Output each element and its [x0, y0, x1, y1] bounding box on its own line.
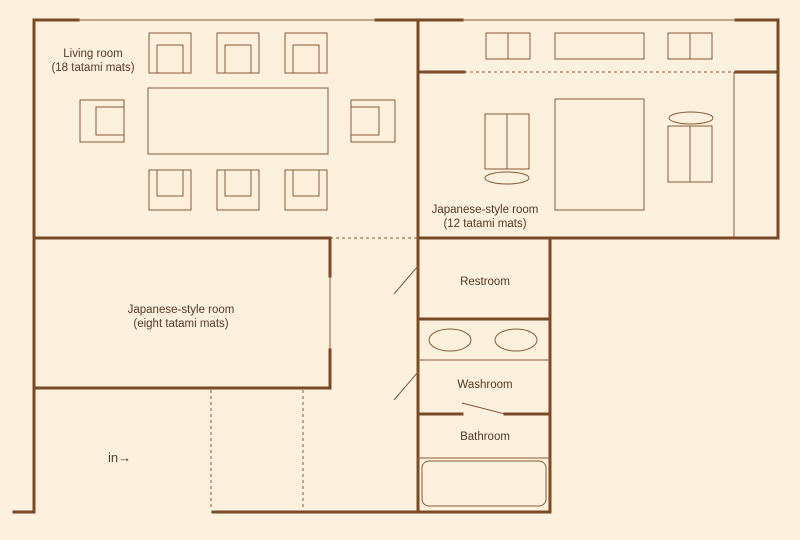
low-table	[554, 98, 645, 211]
chair	[79, 99, 125, 143]
chair	[350, 99, 396, 143]
chair	[284, 32, 328, 74]
armrest-seat	[484, 113, 530, 170]
entrance-label: in→	[108, 450, 131, 465]
living-room-name: Living room	[63, 48, 122, 60]
cabinet	[667, 32, 713, 60]
cabinet	[485, 32, 531, 60]
restroom-name: Restroom	[460, 276, 510, 288]
chair	[284, 169, 328, 211]
washroom-name: Washroom	[457, 379, 512, 391]
dining-table	[147, 87, 329, 155]
japanese-room-8-name: Japanese-style room	[128, 304, 235, 316]
living-room-size: (18 tatami mats)	[51, 62, 134, 74]
chair	[148, 169, 192, 211]
bathtub	[421, 460, 547, 507]
cushion	[668, 111, 714, 125]
walls	[12, 18, 780, 514]
sink	[428, 328, 472, 352]
cabinet	[554, 32, 645, 60]
living-room-furniture	[79, 32, 396, 211]
armrest-seat	[667, 125, 713, 183]
japanese-room-12-name: Japanese-style room	[432, 204, 539, 216]
washroom-fixtures	[428, 328, 538, 352]
japanese-room-12-size: (12 tatami mats)	[443, 218, 526, 230]
sink	[494, 328, 538, 352]
chair	[148, 32, 192, 74]
japanese-room-8-size: (eight tatami mats)	[133, 318, 228, 330]
chair	[216, 32, 260, 74]
cushion	[484, 171, 530, 185]
chair	[216, 169, 260, 211]
japanese-room-12-furniture	[484, 32, 714, 211]
bathroom-name: Bathroom	[460, 431, 510, 443]
